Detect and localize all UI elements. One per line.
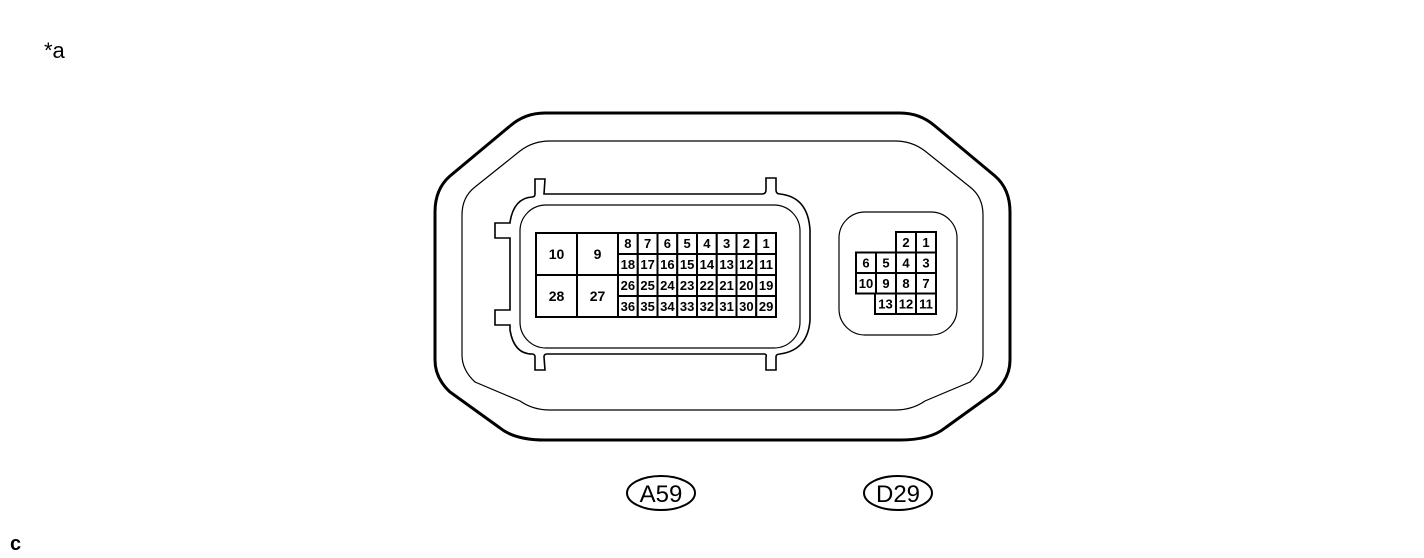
- pin-number: 25: [640, 278, 654, 293]
- pin-cell: [915, 292, 937, 315]
- pin-number: 5: [684, 236, 691, 251]
- connector-a59-label: A59: [626, 475, 696, 511]
- pin-number: 21: [719, 278, 733, 293]
- pin-number: 6: [862, 255, 869, 270]
- pin-number: 13: [719, 257, 733, 272]
- pin-cell: [755, 295, 777, 318]
- pin-number: 7: [644, 236, 651, 251]
- pin-number: 35: [640, 299, 654, 314]
- pin-number: 8: [902, 276, 909, 291]
- pin-number: 9: [594, 246, 602, 262]
- pin-number: 16: [660, 257, 674, 272]
- pin-number: 20: [739, 278, 753, 293]
- pin-number: 10: [859, 276, 873, 291]
- pin-number: 4: [902, 255, 910, 270]
- pin-number: 19: [759, 278, 773, 293]
- pin-number: 2: [743, 236, 750, 251]
- pin-number: 12: [739, 257, 753, 272]
- connector-a59-shell: [494, 177, 811, 371]
- connector-d29-shell: [838, 211, 958, 336]
- pin-number: 11: [759, 257, 773, 272]
- pin-number: 18: [621, 257, 635, 272]
- pin-number: 11: [919, 296, 933, 311]
- pin-number: 3: [723, 236, 730, 251]
- pin-number: 33: [680, 299, 694, 314]
- pin-number: 36: [621, 299, 635, 314]
- pin-cell: [576, 274, 619, 318]
- housing-inner: [461, 140, 984, 411]
- pin-number: 9: [882, 276, 889, 291]
- pin-number: 8: [624, 236, 631, 251]
- pin-number: 7: [922, 276, 929, 291]
- pin-number: 32: [700, 299, 714, 314]
- pin-number: 1: [763, 236, 770, 251]
- pin-cell: [535, 274, 578, 318]
- pin-number: 1: [922, 235, 929, 250]
- pin-number: 10: [549, 246, 565, 262]
- connector-d29-label: D29: [863, 475, 933, 511]
- pin-number: 5: [882, 255, 889, 270]
- pin-number: 24: [660, 278, 675, 293]
- pin-number: 23: [680, 278, 694, 293]
- pin-number: 3: [922, 255, 929, 270]
- housing-outer: [433, 111, 1012, 442]
- pin-number: 31: [719, 299, 733, 314]
- pin-number: 29: [759, 299, 773, 314]
- pin-number: 17: [640, 257, 654, 272]
- corner-label: *a: [44, 38, 66, 63]
- pin-number: 12: [899, 296, 913, 311]
- pin-number: 2: [902, 235, 909, 250]
- pin-number: 13: [878, 296, 892, 311]
- pin-number: 4: [703, 236, 711, 251]
- pin-number: 26: [621, 278, 635, 293]
- connector-a59-code: A59: [640, 481, 683, 508]
- footer-label: c: [10, 533, 21, 555]
- pin-number: 6: [664, 236, 671, 251]
- pin-number: 14: [700, 257, 715, 272]
- pin-number: 27: [590, 288, 606, 304]
- pin-number: 30: [739, 299, 753, 314]
- pin-number: 15: [680, 257, 694, 272]
- pin-number: 34: [660, 299, 675, 314]
- pin-number: 28: [549, 288, 565, 304]
- pin-number: 22: [700, 278, 714, 293]
- connector-d29-code: D29: [876, 481, 920, 508]
